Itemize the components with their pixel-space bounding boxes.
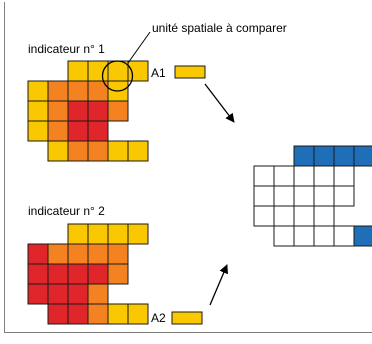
indicator2-cell-2-0 bbox=[27, 263, 49, 285]
indicator2-cell-4-5 bbox=[127, 303, 149, 325]
result-cell-2-1 bbox=[273, 185, 295, 207]
result-cell-3-2 bbox=[293, 205, 315, 227]
result-cell-2-2 bbox=[293, 185, 315, 207]
indicator1-cell-4-1 bbox=[47, 140, 69, 162]
indicator2-cell-0-2 bbox=[67, 223, 89, 245]
indicator2-cell-1-4 bbox=[107, 243, 129, 265]
indicator2-label: indicateur n° 2 bbox=[28, 204, 105, 218]
indicator2-cell-2-3 bbox=[87, 263, 109, 285]
indicator2-cell-3-1 bbox=[47, 283, 69, 305]
indicator1-cell-2-2 bbox=[67, 100, 89, 122]
indicator2-cell-2-4 bbox=[107, 263, 129, 285]
indicator1-cell-2-0 bbox=[27, 100, 49, 122]
indicator1-cell-4-2 bbox=[67, 140, 89, 162]
indicator2-cell-4-4 bbox=[107, 303, 129, 325]
indicator2-grid bbox=[27, 223, 149, 325]
arrow-a2-to-result bbox=[209, 264, 228, 306]
result-cell-1-1 bbox=[273, 165, 295, 187]
indicator1-cell-4-5 bbox=[127, 140, 149, 162]
result-cell-1-3 bbox=[313, 165, 335, 187]
indicator1-cell-4-4 bbox=[107, 140, 129, 162]
result-cell-0-2 bbox=[293, 145, 315, 167]
result-cell-2-0 bbox=[253, 185, 275, 207]
result-cell-4-1 bbox=[273, 225, 295, 247]
annotation-leader-line bbox=[127, 31, 151, 64]
indicator1-cell-3-2 bbox=[67, 120, 89, 142]
indicator1-cell-0-2 bbox=[67, 60, 89, 82]
result-cell-1-2 bbox=[293, 165, 315, 187]
indicator2-cell-2-1 bbox=[47, 263, 69, 285]
a1-swatch bbox=[174, 65, 206, 79]
indicator1-cell-1-2 bbox=[67, 80, 89, 102]
indicator1-cell-1-1 bbox=[47, 80, 69, 102]
indicator2-cell-4-3 bbox=[87, 303, 109, 325]
a2-label: A2 bbox=[151, 311, 166, 325]
indicator1-cell-3-3 bbox=[87, 120, 109, 142]
arrow-a1-to-result bbox=[204, 83, 235, 123]
indicator2-cell-0-4 bbox=[107, 223, 129, 245]
indicator2-cell-4-2 bbox=[67, 303, 89, 325]
indicator2-cell-0-5 bbox=[127, 223, 149, 245]
result-cell-3-3 bbox=[313, 205, 335, 227]
indicator1-cell-1-0 bbox=[27, 80, 49, 102]
result-cell-4-2 bbox=[293, 225, 315, 247]
result-cell-4-3 bbox=[313, 225, 335, 247]
indicator2-cell-0-3 bbox=[87, 223, 109, 245]
result-grid bbox=[253, 145, 372, 247]
result-cell-0-4 bbox=[333, 145, 355, 167]
indicator2-cell-1-1 bbox=[47, 243, 69, 265]
indicator1-label: indicateur n° 1 bbox=[28, 42, 105, 56]
indicator2-cell-1-0 bbox=[27, 243, 49, 265]
result-cell-1-4 bbox=[333, 165, 355, 187]
indicator1-cell-2-4 bbox=[107, 100, 129, 122]
indicator2-cell-3-0 bbox=[27, 283, 49, 305]
indicator1-cell-3-1 bbox=[47, 120, 69, 142]
indicator2-cell-2-2 bbox=[67, 263, 89, 285]
result-cell-2-4 bbox=[333, 185, 355, 207]
result-cell-4-5 bbox=[353, 225, 372, 247]
result-cell-3-1 bbox=[273, 205, 295, 227]
indicator2-cell-3-3 bbox=[87, 283, 109, 305]
indicator1-cell-3-0 bbox=[27, 120, 49, 142]
indicator2-cell-4-1 bbox=[47, 303, 69, 325]
result-cell-1-0 bbox=[253, 165, 275, 187]
indicator1-grid bbox=[27, 60, 149, 162]
indicator2-cell-3-2 bbox=[67, 283, 89, 305]
indicator1-cell-2-3 bbox=[87, 100, 109, 122]
result-cell-0-5 bbox=[353, 145, 372, 167]
indicator1-cell-4-3 bbox=[87, 140, 109, 162]
indicator1-cell-2-1 bbox=[47, 100, 69, 122]
highlight-circle bbox=[101, 60, 134, 92]
a1-label: A1 bbox=[151, 66, 166, 80]
indicator2-cell-1-3 bbox=[87, 243, 109, 265]
result-cell-4-4 bbox=[333, 225, 355, 247]
a2-swatch bbox=[171, 311, 203, 325]
result-cell-2-3 bbox=[313, 185, 335, 207]
indicator1-cell-0-3 bbox=[87, 60, 109, 82]
result-cell-3-0 bbox=[253, 205, 275, 227]
indicator1-cell-0-4 bbox=[107, 60, 129, 82]
indicator2-cell-1-2 bbox=[67, 243, 89, 265]
result-cell-0-3 bbox=[313, 145, 335, 167]
annotation-label: unité spatiale à comparer bbox=[152, 21, 287, 35]
